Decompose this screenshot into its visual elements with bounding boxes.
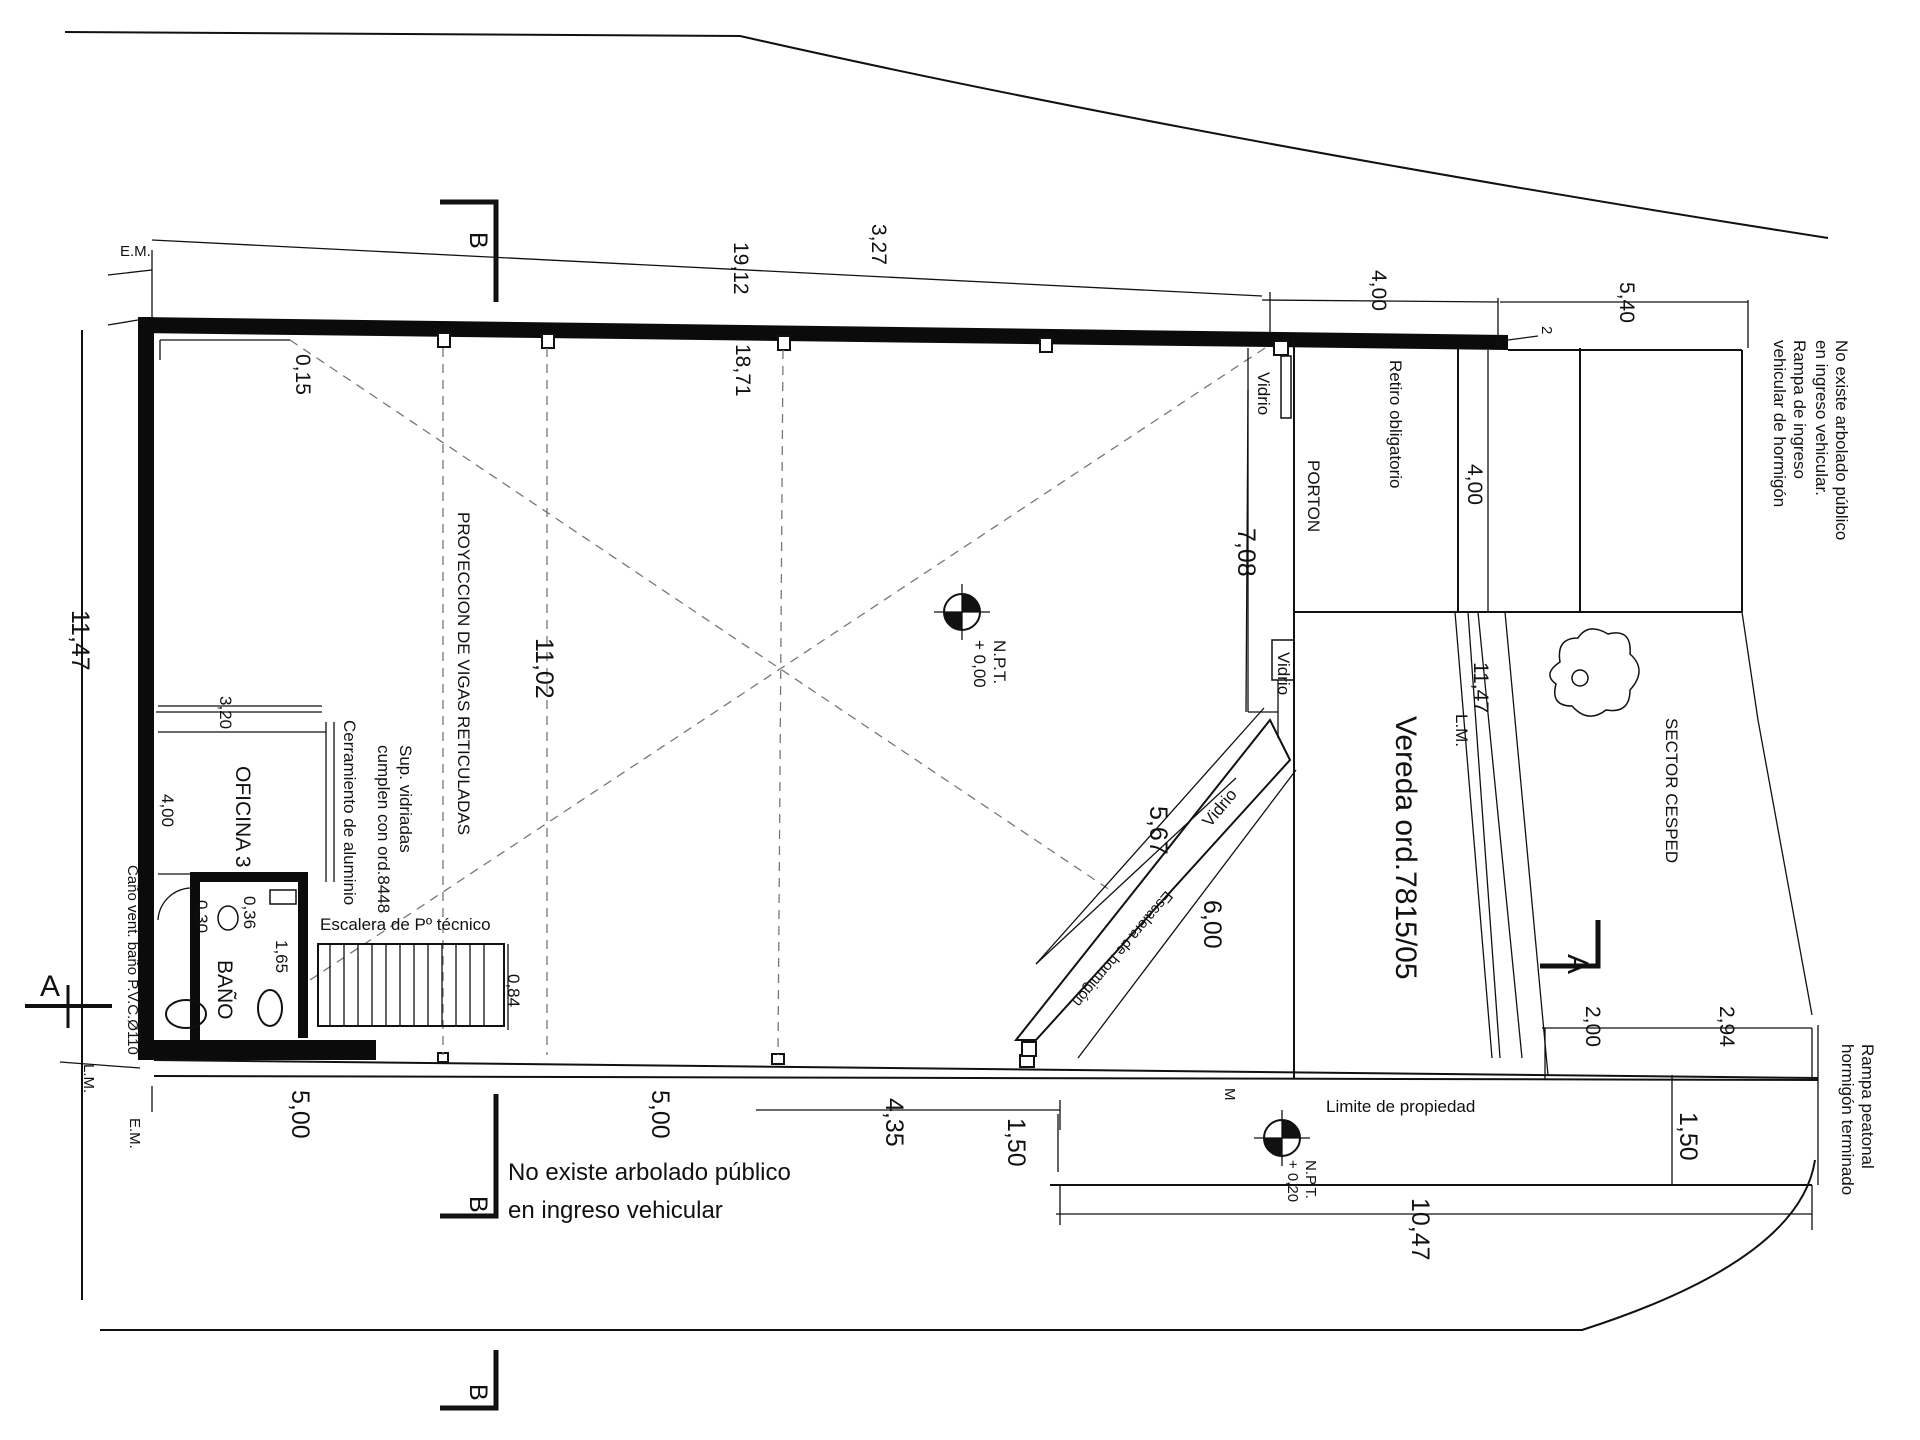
columns [437,332,1289,1068]
label-proyeccion: PROYECCION DE VIGAS RETICULADAS [454,512,473,835]
label-oficina: OFICINA 3 [231,766,254,868]
label-rampa-ingreso-1: Rampa de ingreso [1790,340,1809,479]
dim-11-02: 11,02 [530,638,558,699]
label-vidrio-mid: Vidrio [1274,652,1293,695]
dim-0-30: 0,30 [192,900,211,933]
level-marker-outside-icon [1254,1110,1310,1166]
section-a-right: A [1561,954,1594,974]
label-npt-inside: N.P.T. [990,640,1009,684]
section-a-left: A [40,970,60,1003]
dim-10-47: 10,47 [1406,1198,1434,1261]
dim-2-94: 2,94 [1715,1006,1738,1047]
label-cano: Caño vent. baño P.V.C.Ø110 [124,865,141,1055]
level-marker-inside-icon [934,584,990,640]
dimension-lines [59,239,1813,1230]
dim-1-65: 1,65 [272,940,291,973]
label-npt-inside-value: + 0,00 [970,640,989,688]
dim-4-00-right: 4,00 [1463,464,1486,505]
dim-18-71: 18,71 [731,344,754,397]
label-em-top: E.M. [120,243,151,260]
label-sup-vidriadas-2: cumplen con ord.8448 [374,745,393,913]
label-no-arbolado-right-1: No existe arbolado público [1832,340,1851,540]
label-limite: Limite de propiedad [1326,1097,1475,1116]
label-no-arbolado-bottom-1: No existe arbolado público [508,1159,791,1186]
technical-stair [317,943,505,1027]
label-cerramiento: Cerramiento de aluminio [340,720,359,905]
dim-11-47-left: 11,47 [66,610,94,671]
dim-5-40: 5,40 [1615,282,1638,323]
dim-2-00: 2,00 [1581,1006,1604,1047]
label-npt-outside: N.P.T. [1302,1160,1319,1199]
label-lm-bottom: L.M. [80,1064,97,1093]
label-sector-cesped: SECTOR CESPED [1662,718,1681,863]
dim-3-27: 3,27 [867,224,890,265]
label-npt-outside-value: + 0,20 [1284,1160,1301,1202]
section-b-mid: B [464,1196,492,1213]
dim-4-00-office: 4,00 [158,794,177,827]
dim-3-20: 3,20 [216,696,235,729]
building-walls [138,317,1508,1060]
label-retiro: Retiro obligatorio [1386,360,1405,489]
dim-2-small: 2 [1538,326,1555,334]
label-rampa-ingreso-2: vehicular de hormigón [1770,340,1789,507]
dim-5-00-left: 5,00 [286,1090,314,1139]
tree-icon [1549,628,1640,717]
label-vidrio-top: Vidrio [1254,372,1273,415]
label-bano: BAÑO [213,960,237,1020]
dim-0-84: 0,84 [504,974,523,1007]
dim-0-15: 0,15 [291,354,314,395]
label-lm-right: L.M. [1452,714,1471,747]
dim-7-08: 7,08 [1232,528,1260,577]
dim-1-50-mid: 1,50 [1002,1118,1030,1167]
section-marks [25,199,1601,1411]
label-m-bottom: M [1221,1088,1238,1101]
concrete-stair [1013,707,1297,1059]
label-rampa-peatonal-2: hormigón terminado [1838,1044,1857,1195]
label-no-arbolado-bottom-2: en ingreso vehicular [508,1197,723,1224]
dim-5-67: 5,67 [1144,806,1172,855]
dim-1-50-right: 1,50 [1674,1112,1702,1161]
label-em-bottom: E.M. [126,1118,143,1149]
label-no-arbolado-right-2: en ingreso vehicular. [1812,340,1831,496]
label-vereda: Vereda ord.7815/05 [1389,716,1422,980]
dim-4-35: 4,35 [880,1098,908,1147]
plan-labels: E.M. E.M. L.M. L.M. M Vidrio Vidrio Vidr… [80,243,1877,1224]
section-b-top: B [464,232,492,249]
dim-4-00-top: 4,00 [1367,270,1390,311]
section-letters: B B B A A [40,232,1594,1401]
dim-6-00: 6,00 [1198,900,1226,949]
label-porton: PORTON [1304,460,1323,532]
label-rampa-peatonal-1: Rampa peatonal [1858,1044,1877,1169]
building-outline [153,342,1819,1186]
site-outline [64,31,1829,1331]
dimension-values: 3,27 19,12 4,00 5,40 0,15 18,71 11,47 11… [66,224,1738,1261]
label-escalera-tecnico: Escalera de Pº técnico [320,915,491,934]
dim-0-36: 0,36 [240,896,259,929]
dim-19-12: 19,12 [729,242,752,295]
section-b-bottom: B [464,1384,492,1401]
label-sup-vidriadas-1: Sup. vidriadas [396,745,415,853]
dim-5-00-mid: 5,00 [646,1090,674,1139]
dim-11-47-right: 11,47 [1469,662,1492,713]
beam-projections [159,339,1266,1056]
office-bath [157,705,335,1029]
